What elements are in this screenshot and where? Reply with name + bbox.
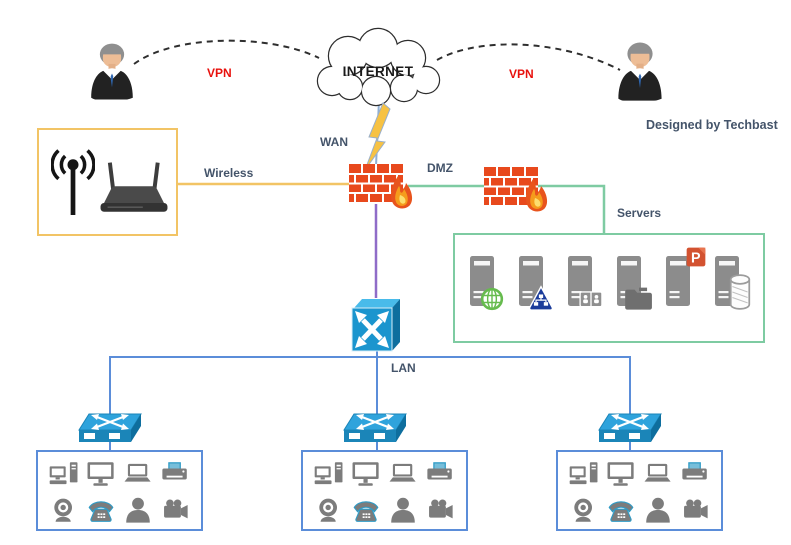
vpn-left-label: VPN <box>207 66 232 80</box>
laptop-icon <box>122 460 154 488</box>
webcam-icon <box>568 496 600 524</box>
web-server <box>467 255 511 317</box>
lan-label: LAN <box>391 361 416 375</box>
desktop-computer-icon <box>313 460 345 488</box>
directory-triangle-icon <box>528 285 554 311</box>
printer-icon <box>424 460 456 488</box>
vpn-tunnel-right <box>436 43 621 71</box>
webcam-icon <box>313 496 345 524</box>
printer-icon <box>159 460 191 488</box>
dmz-link-line <box>408 184 606 235</box>
wan-label: WAN <box>320 135 348 149</box>
video-camera-icon <box>159 496 191 524</box>
monitor-icon <box>350 460 382 488</box>
video-camera-icon <box>424 496 456 524</box>
contacts-server <box>565 255 609 317</box>
desktop-computer-icon <box>48 460 80 488</box>
database-cylinder-icon <box>728 273 752 311</box>
vpn-tunnel-left <box>133 39 320 65</box>
application-server <box>663 255 707 317</box>
workgroup-2-box <box>301 450 468 531</box>
file-server <box>614 255 658 317</box>
lightning-bolt-icon <box>364 102 391 171</box>
access-switch-2-icon <box>338 413 412 445</box>
globe-icon <box>480 287 504 311</box>
servers-zone-box <box>453 233 765 343</box>
wireless-zone-box <box>37 128 178 236</box>
credit-label: Designed by Techbast <box>646 118 778 132</box>
telephone-icon <box>605 496 637 524</box>
servers-label: Servers <box>617 206 662 220</box>
antenna-icon <box>51 142 95 222</box>
firewall-dmz-icon <box>484 163 548 215</box>
remote-user-right-icon <box>613 37 667 103</box>
video-camera-icon <box>679 496 711 524</box>
wireless-router-icon <box>97 158 171 218</box>
user-icon <box>122 496 154 524</box>
laptop-icon <box>387 460 419 488</box>
telephone-icon <box>85 496 117 524</box>
internet-label: INTERNET <box>342 64 414 79</box>
telephone-icon <box>350 496 382 524</box>
database-server <box>712 255 756 317</box>
wireless-label: Wireless <box>204 166 254 180</box>
powerpoint-p-icon <box>685 246 707 268</box>
monitor-icon <box>605 460 637 488</box>
firewall-wan-icon <box>349 160 413 212</box>
webcam-icon <box>48 496 80 524</box>
user-icon <box>642 496 674 524</box>
directory-server <box>516 255 560 317</box>
access-switch-1-icon <box>73 413 147 445</box>
contacts-book-icon <box>579 287 603 311</box>
workgroup-3-box <box>556 450 723 531</box>
user-icon <box>387 496 419 524</box>
folder-icon <box>624 285 654 311</box>
internet-cloud <box>316 27 441 107</box>
monitor-icon <box>85 460 117 488</box>
laptop-icon <box>642 460 674 488</box>
remote-user-left-icon <box>86 38 138 102</box>
vpn-right-label: VPN <box>509 67 534 81</box>
access-switch-3-icon <box>593 413 667 445</box>
desktop-computer-icon <box>568 460 600 488</box>
printer-icon <box>679 460 711 488</box>
core-switch-icon <box>350 296 404 354</box>
workgroup-1-box <box>36 450 203 531</box>
dmz-label: DMZ <box>427 161 453 175</box>
